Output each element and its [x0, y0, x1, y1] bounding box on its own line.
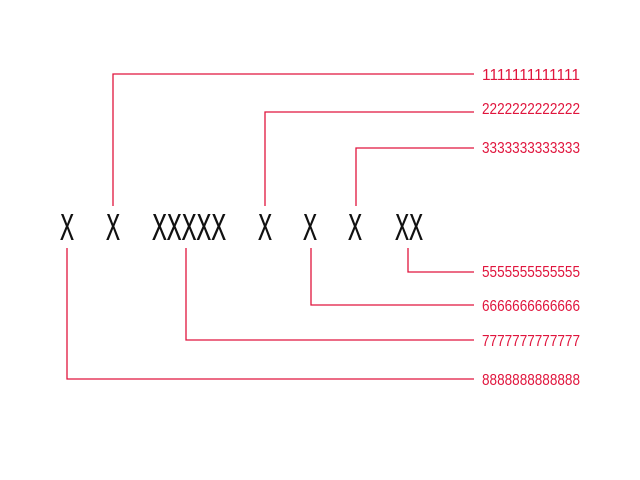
callout-label-6: 6666666666666: [482, 298, 580, 315]
code-segment-7: XX: [395, 208, 423, 249]
code-segment-5: X: [303, 208, 317, 249]
leader-line-5: [407, 248, 474, 273]
callout-label-8: 8888888888888: [482, 372, 580, 389]
code-segment-4: X: [258, 208, 272, 249]
callout-label-7: 7777777777777: [482, 333, 580, 350]
leader-line-2: [264, 111, 474, 206]
leader-line-3: [355, 147, 474, 206]
callout-label-3: 3333333333333: [482, 140, 580, 157]
leader-lines: [66, 73, 474, 380]
leader-line-6: [310, 248, 474, 306]
leader-line-7: [185, 248, 474, 341]
code-segment-2: X: [106, 208, 120, 249]
code-segment-6: X: [348, 208, 362, 249]
callout-label-5: 5555555555555: [482, 264, 580, 281]
leader-line-1: [112, 73, 474, 206]
callout-label-1: 1111111111111: [482, 67, 580, 84]
leader-line-8: [66, 248, 474, 380]
code-line: X X XXXXX X X X XX: [60, 208, 423, 249]
callout-labels: 1111111111111 2222222222222 333333333333…: [482, 67, 580, 389]
callout-label-2: 2222222222222: [482, 101, 580, 118]
code-segment-3: XXXXX: [152, 208, 226, 249]
code-segment-1: X: [60, 208, 74, 249]
